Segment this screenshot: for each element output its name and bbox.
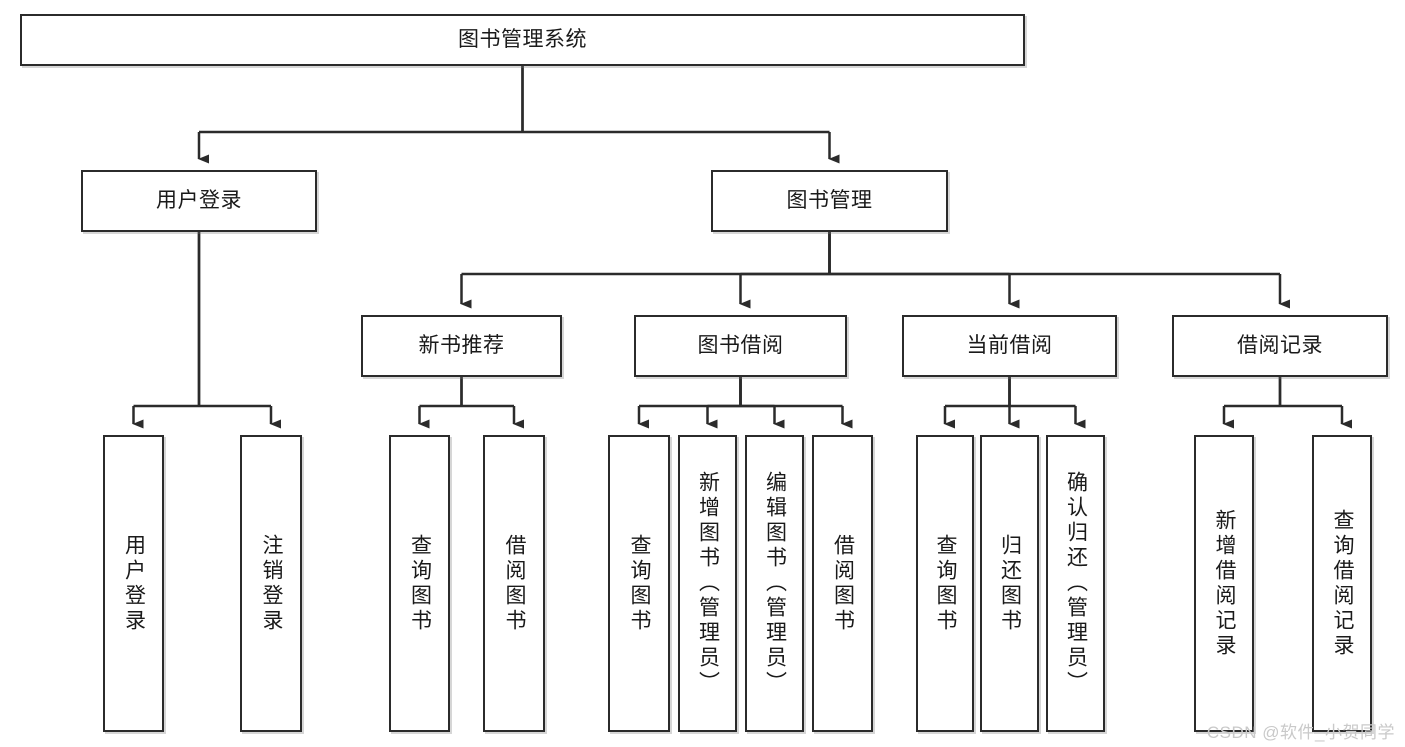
edge-newbook-to-leaf-borrow-book-1 [460, 377, 524, 429]
node-label: 图书管理系统 [458, 27, 587, 51]
edge-borrow-to-leaf-borrow-book-2 [739, 377, 853, 429]
edge-login-to-leaf-user-login [132, 232, 201, 429]
node-bookmgmt[interactable]: 图书管理 [711, 170, 948, 232]
edge-records-to-leaf-add-record [1222, 377, 1282, 429]
node-label: 查询图书 [628, 533, 652, 634]
edge-root-to-login [197, 66, 524, 164]
node-leaf-user-logout[interactable]: 注销登录 [240, 435, 302, 732]
node-borrow[interactable]: 图书借阅 [634, 315, 847, 377]
node-label: 新书推荐 [418, 333, 505, 357]
node-label: 借阅图书 [831, 533, 855, 634]
watermark-text: CSDN @软件_小贺同学 [1206, 723, 1395, 742]
node-leaf-query-book-2[interactable]: 查询图书 [608, 435, 670, 732]
node-leaf-edit-book[interactable]: 编辑图书（管理员） [745, 435, 804, 732]
node-label: 图书借阅 [697, 333, 784, 357]
node-leaf-borrow-book-1[interactable]: 借阅图书 [483, 435, 545, 732]
node-newbook[interactable]: 新书推荐 [361, 315, 562, 377]
edge-newbook-to-leaf-query-book-1 [418, 377, 463, 429]
node-label: 确认归还（管理员） [1064, 471, 1088, 696]
node-label: 借阅图书 [503, 533, 527, 634]
node-label: 归还图书 [998, 533, 1022, 634]
node-leaf-borrow-book-2[interactable]: 借阅图书 [812, 435, 873, 732]
node-leaf-user-login[interactable]: 用户登录 [103, 435, 164, 732]
node-label: 注销登录 [260, 533, 284, 634]
node-leaf-return-book[interactable]: 归还图书 [980, 435, 1039, 732]
edge-root-to-bookmgmt [521, 66, 840, 164]
node-label: 查询图书 [408, 533, 432, 634]
node-label: 查询借阅记录 [1331, 508, 1355, 659]
edge-borrow-to-leaf-query-book-2 [637, 377, 742, 429]
node-leaf-add-record[interactable]: 新增借阅记录 [1194, 435, 1254, 732]
edge-bookmgmt-to-records [828, 232, 1290, 309]
node-label: 当前借阅 [966, 333, 1053, 357]
node-leaf-query-book-3[interactable]: 查询图书 [916, 435, 974, 732]
node-label: 编辑图书（管理员） [763, 471, 787, 696]
node-leaf-add-book[interactable]: 新增图书（管理员） [678, 435, 737, 732]
edge-bookmgmt-to-newbook [460, 232, 831, 309]
node-label: 新增借阅记录 [1213, 508, 1237, 659]
node-label: 借阅记录 [1237, 333, 1323, 357]
node-label: 用户登录 [122, 533, 146, 634]
edge-current-to-leaf-confirm-return [1008, 377, 1086, 429]
edge-bookmgmt-to-borrow [739, 232, 831, 309]
node-current[interactable]: 当前借阅 [902, 315, 1117, 377]
node-leaf-query-record[interactable]: 查询借阅记录 [1312, 435, 1372, 732]
edge-login-to-leaf-user-logout [197, 232, 281, 429]
node-label: 图书管理 [786, 188, 873, 212]
node-leaf-query-book-1[interactable]: 查询图书 [389, 435, 450, 732]
node-records[interactable]: 借阅记录 [1172, 315, 1388, 377]
edge-borrow-to-leaf-add-book [706, 377, 742, 429]
edge-bookmgmt-to-current [828, 232, 1020, 309]
edge-borrow-to-leaf-edit-book [739, 377, 785, 429]
node-label: 新增图书（管理员） [696, 471, 720, 696]
edge-current-to-leaf-query-book-3 [943, 377, 1011, 429]
node-login[interactable]: 用户登录 [81, 170, 317, 232]
node-label: 用户登录 [156, 188, 242, 212]
node-leaf-confirm-return[interactable]: 确认归还（管理员） [1046, 435, 1105, 732]
node-root[interactable]: 图书管理系统 [20, 14, 1025, 66]
node-label: 查询图书 [934, 533, 958, 634]
edge-records-to-leaf-query-record [1278, 377, 1352, 429]
